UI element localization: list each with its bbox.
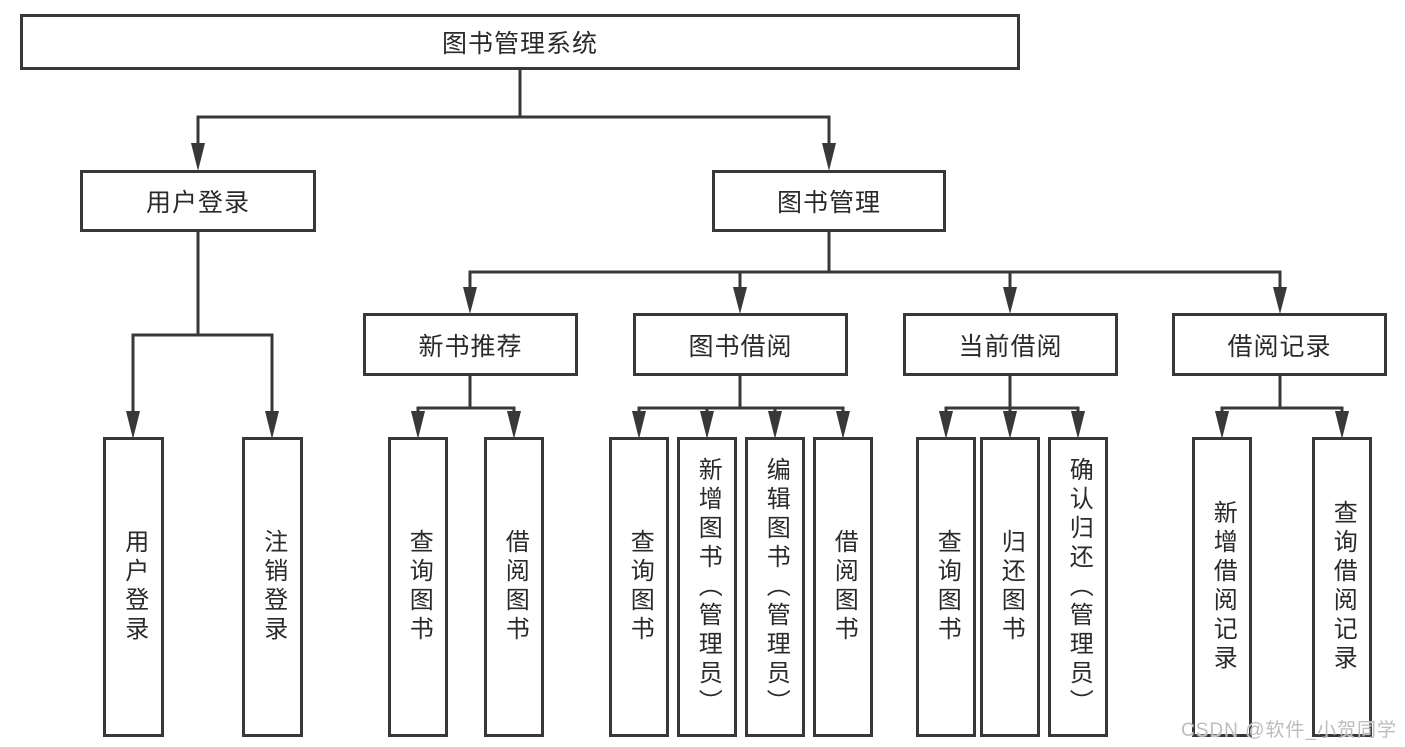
leaf-borrow-books-borrowing: 借阅图书 <box>813 437 873 737</box>
leaf-query-books-recommend: 查询图书 <box>388 437 448 737</box>
node-current-borrowing: 当前借阅 <box>903 313 1118 376</box>
leaf-label: 新增图书（管理员） <box>694 456 722 718</box>
node-book-management: 图书管理 <box>712 170 946 232</box>
node-label: 借阅记录 <box>1227 332 1332 361</box>
leaf-user-login: 用户登录 <box>103 437 164 737</box>
leaf-edit-books-admin: 编辑图书（管理员） <box>745 437 805 737</box>
node-label: 图书管理系统 <box>441 30 598 58</box>
leaf-label: 确认归还（管理员） <box>1065 456 1093 718</box>
leaf-query-books-borrowing: 查询图书 <box>609 437 669 737</box>
leaf-query-borrow-record: 查询借阅记录 <box>1312 437 1372 737</box>
leaf-label: 注销登录 <box>259 529 287 645</box>
node-label: 当前借阅 <box>958 332 1063 361</box>
leaf-confirm-return-admin: 确认归还（管理员） <box>1048 437 1108 737</box>
node-label: 新书推荐 <box>418 332 523 361</box>
leaf-label: 查询图书 <box>405 529 433 645</box>
leaf-label: 用户登录 <box>120 529 148 645</box>
node-new-book-recommend: 新书推荐 <box>363 313 578 376</box>
node-library-system: 图书管理系统 <box>20 14 1020 70</box>
leaf-label: 归还图书 <box>997 529 1025 645</box>
leaf-label: 查询图书 <box>933 529 961 645</box>
leaf-borrow-books-recommend: 借阅图书 <box>484 437 544 737</box>
leaf-return-books: 归还图书 <box>980 437 1040 737</box>
leaf-add-borrow-record: 新增借阅记录 <box>1192 437 1252 737</box>
leaf-label: 编辑图书（管理员） <box>762 456 790 718</box>
node-user-login: 用户登录 <box>80 170 316 232</box>
node-label: 用户登录 <box>145 189 250 217</box>
node-label: 图书管理 <box>776 189 881 217</box>
leaf-label: 借阅图书 <box>501 529 529 645</box>
node-borrowing-records: 借阅记录 <box>1172 313 1387 376</box>
watermark: CSDN @软件_小贺同学 <box>1181 720 1397 741</box>
arrowhead-icons <box>126 143 1349 439</box>
leaf-label: 查询图书 <box>626 529 654 645</box>
leaf-label: 新增借阅记录 <box>1209 500 1237 674</box>
leaf-label: 借阅图书 <box>830 529 858 645</box>
leaf-query-books-current: 查询图书 <box>916 437 976 737</box>
leaf-logout-login: 注销登录 <box>242 437 303 737</box>
leaf-label: 查询借阅记录 <box>1329 500 1357 674</box>
node-book-borrowing: 图书借阅 <box>633 313 848 376</box>
node-label: 图书借阅 <box>688 332 793 361</box>
leaf-add-books-admin: 新增图书（管理员） <box>677 437 737 737</box>
